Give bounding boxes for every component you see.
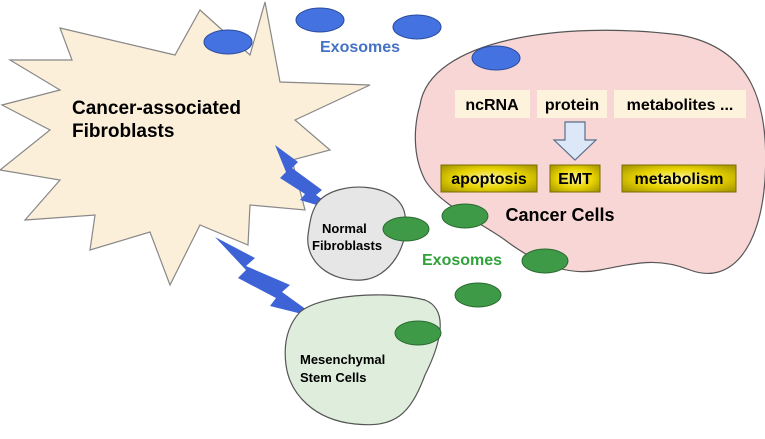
cargo-label: ncRNA	[465, 97, 519, 114]
exosomes-bottom-label: Exosomes	[422, 252, 502, 269]
effect-label: metabolism	[635, 171, 724, 188]
cancer-cells-label: Cancer Cells	[505, 205, 614, 225]
blue-exosome	[392, 14, 442, 40]
effect-label: apoptosis	[451, 171, 527, 188]
normal-fibroblasts-label-line: Fibroblasts	[312, 238, 382, 253]
green-exosome	[441, 203, 489, 229]
lightning-bolt-icon	[215, 237, 318, 318]
green-exosome	[382, 216, 430, 242]
msc-label-line: Mesenchymal	[300, 352, 385, 367]
caf-label-line: Fibroblasts	[72, 121, 174, 142]
effect-box	[621, 164, 737, 193]
down-arrow-icon	[552, 121, 598, 161]
green-exosome	[394, 320, 442, 346]
cargo-label: protein	[545, 97, 599, 114]
cargo-box	[455, 90, 530, 118]
cargo-box	[614, 90, 746, 118]
green-exosome	[454, 282, 502, 308]
exosomes-top-label: Exosomes	[320, 39, 400, 56]
msc-label-line: Stem Cells	[300, 370, 366, 385]
caf-label: Cancer-associated Fibroblasts	[72, 98, 246, 142]
msc-label: Mesenchymal Stem Cells	[300, 352, 389, 385]
effect-box	[549, 164, 601, 193]
blue-exosome	[295, 7, 345, 33]
caf-star-shape	[0, 1, 371, 287]
cargo-label: metabolites ...	[627, 97, 734, 114]
effect-box	[440, 164, 538, 193]
caf-label-line: Cancer-associated	[72, 98, 241, 119]
normal-fibroblasts-label: Normal Fibroblasts	[312, 221, 382, 253]
normal-fibroblasts-shape	[307, 186, 407, 281]
blue-exosome	[471, 45, 521, 71]
blue-exosome	[203, 29, 253, 55]
green-exosome	[521, 248, 569, 274]
lightning-bolt-icon	[275, 145, 340, 212]
cancer-cells-shape	[414, 29, 765, 275]
effect-label: EMT	[558, 171, 592, 188]
normal-fibroblasts-label-line: Normal	[322, 221, 367, 236]
cargo-box	[537, 90, 607, 118]
